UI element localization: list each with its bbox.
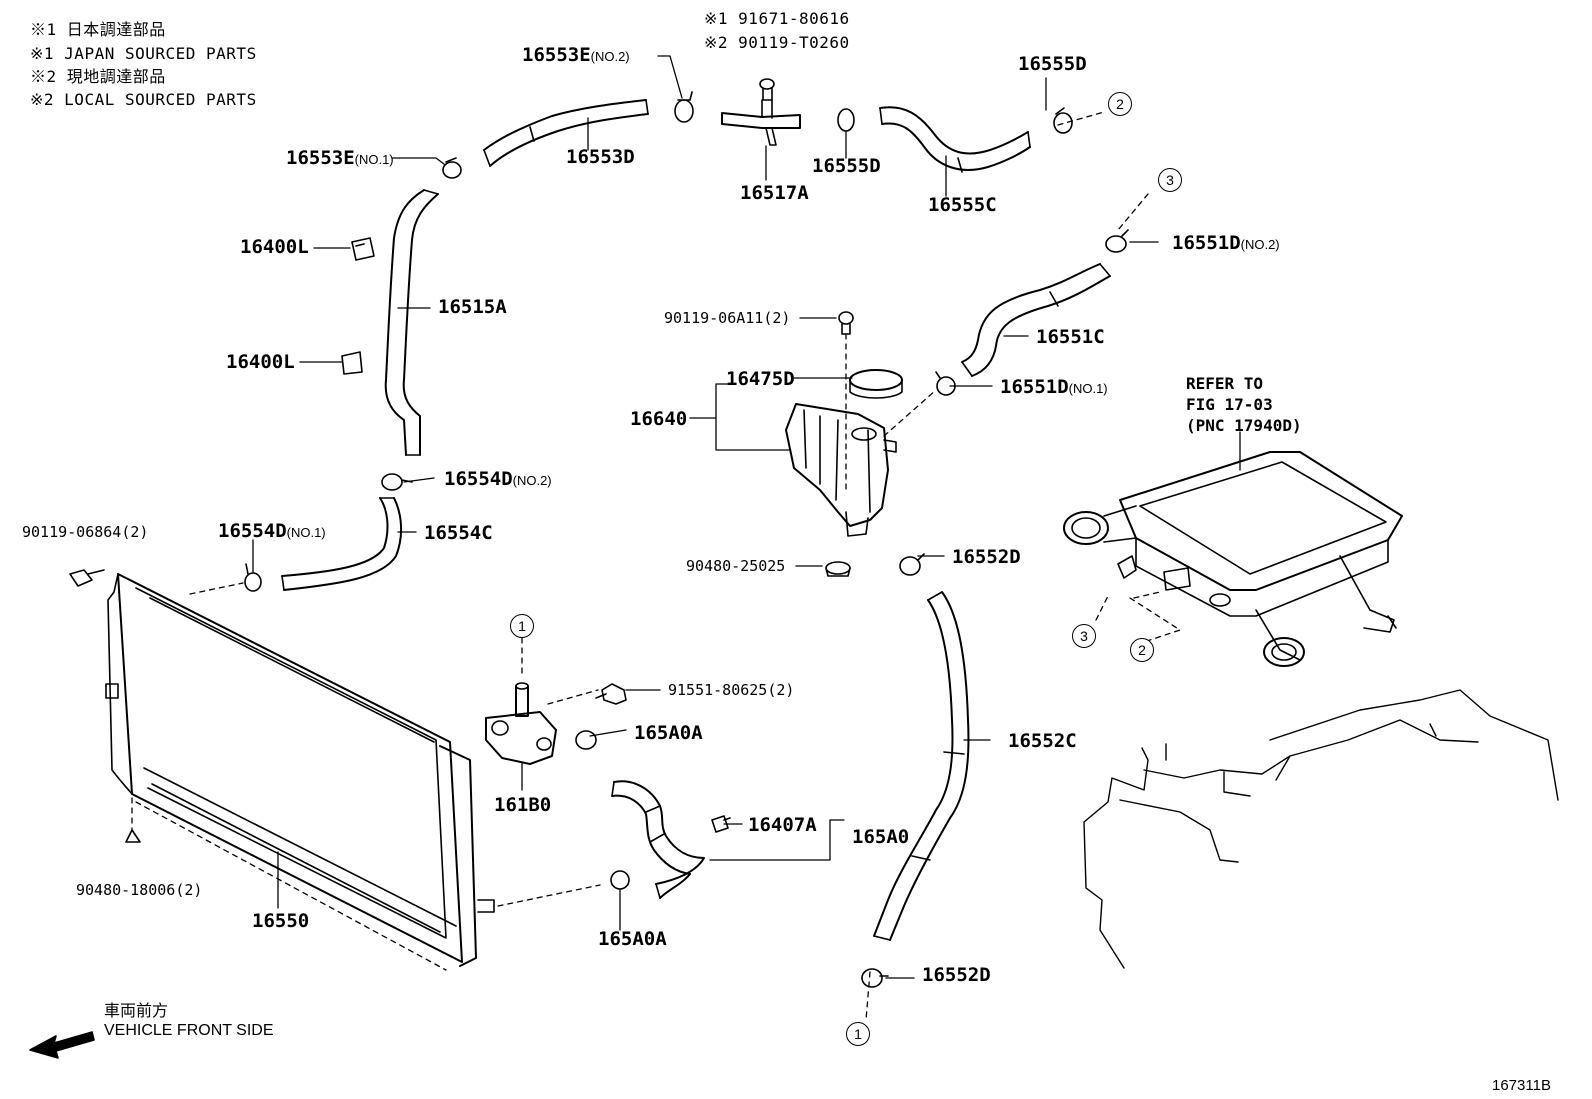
clamp-165a0a-upper	[575, 730, 597, 750]
note-local-jp: ※2 現地調達部品	[30, 67, 166, 86]
refer-line-2: FIG 17-03	[1186, 395, 1273, 414]
cap-90480-18006	[125, 829, 141, 843]
label-16554c: 16554C	[424, 522, 493, 544]
label-16553d: 16553D	[566, 146, 635, 168]
label-16553e-no2: 16553E(NO.2)	[522, 44, 630, 66]
connector-1-bottom: 1	[846, 1022, 870, 1046]
label-16552d-upper: 16552D	[952, 546, 1021, 568]
label-16554d-no2: 16554D(NO.2)	[444, 468, 552, 490]
label-16555d-left: 16555D	[812, 155, 881, 177]
label-16552d-lower: 16552D	[922, 964, 991, 986]
label-16554d-no1: 16554D(NO.1)	[218, 520, 326, 542]
clamp-16555d-left	[837, 108, 855, 132]
reservoir-16640	[785, 369, 903, 537]
front-side-en: VEHICLE FRONT SIDE	[104, 1022, 274, 1039]
label-16475d: 16475D	[726, 368, 795, 390]
clamp-16552d-upper	[899, 553, 925, 576]
figure-id: 167311B	[1492, 1077, 1551, 1094]
hose-16553d	[483, 99, 649, 167]
refer-line-1: REFER TO	[1186, 374, 1264, 393]
front-side-jp: 車両前方	[104, 1003, 169, 1020]
hose-16551c	[961, 263, 1111, 377]
connector-3-top: 3	[1158, 168, 1182, 192]
label-91551-80625: 91551-80625(2)	[668, 681, 795, 699]
hose-16552c	[873, 591, 970, 941]
connector-2-top: 2	[1108, 92, 1132, 116]
plug-90480-25025	[825, 561, 851, 577]
label-165a0: 165A0	[852, 826, 910, 848]
bolt-note-1: ※1 91671-80616	[704, 9, 850, 28]
engine-outline	[1083, 689, 1559, 969]
label-16640: 16640	[630, 408, 688, 430]
label-16551c: 16551C	[1036, 326, 1105, 348]
label-165a0a-lower: 165A0A	[598, 928, 667, 950]
label-16517a: 16517A	[740, 182, 809, 204]
label-16400l-lower: 16400L	[226, 351, 295, 373]
note-jp-sourced: ※1 日本調達部品	[30, 20, 166, 39]
front-arrow-icon	[29, 1031, 95, 1059]
hose-16515a	[384, 189, 439, 456]
label-90480-18006: 90480-18006(2)	[76, 881, 203, 899]
label-16400l-upper: 16400L	[240, 236, 309, 258]
refer-line-3: (PNC 17940D)	[1186, 416, 1302, 435]
label-90119-06864: 90119-06864(2)	[22, 523, 149, 541]
label-90119-06a11: 90119-06A11(2)	[664, 309, 791, 327]
connector-1-top: 1	[510, 614, 534, 638]
label-165a0a-upper: 165A0A	[634, 722, 703, 744]
clamp-16551d-no2	[1105, 229, 1129, 253]
note-local-sourced: ※2 LOCAL SOURCED PARTS	[30, 90, 257, 109]
hose-16554c	[281, 497, 402, 591]
label-16555d-right: 16555D	[1018, 53, 1087, 75]
clamp-16553e-no1	[442, 157, 462, 179]
clamp-16551d-no1	[935, 371, 956, 396]
label-16551d-no2: 16551D(NO.2)	[1172, 232, 1280, 254]
hose-16555c	[879, 106, 1031, 173]
radiator-16550	[105, 573, 495, 967]
bolt-90119-06864	[69, 569, 105, 587]
label-161b0: 161B0	[494, 794, 552, 816]
clamp-16553e-no2	[674, 91, 694, 123]
clamp-165a0a-lower	[610, 870, 630, 890]
label-90480-25025: 90480-25025	[686, 557, 786, 575]
water-pump-161b0	[485, 682, 557, 765]
label-16407a: 16407A	[748, 814, 817, 836]
clamp-16555d-right	[1053, 107, 1073, 134]
label-16515a: 16515A	[438, 296, 507, 318]
clip-16400l-upper	[351, 237, 375, 261]
clamp-16552d-lower	[861, 968, 889, 988]
label-16553e-no1: 16553E(NO.1)	[286, 147, 394, 169]
label-16550: 16550	[252, 910, 310, 932]
connector-3-bottom: 3	[1072, 624, 1096, 648]
egr-cooler-17940d	[1063, 431, 1403, 667]
note-japan-sourced: ※1 JAPAN SOURCED PARTS	[30, 44, 257, 63]
clamp-16554d-no1	[244, 563, 262, 592]
hose-165a0	[611, 780, 705, 899]
bolt-note-2: ※2 90119-T0260	[704, 33, 850, 52]
label-16551d-no1: 16551D(NO.1)	[1000, 376, 1108, 398]
bolt-91551-80625	[595, 683, 627, 705]
clip-16400l-lower	[341, 351, 363, 375]
connector-2-bottom: 2	[1130, 638, 1154, 662]
bolt-90119-06a11	[838, 311, 854, 335]
tee-16517a	[721, 78, 801, 146]
label-16552c: 16552C	[1008, 730, 1077, 752]
label-leaders	[252, 55, 1159, 979]
leader-lines	[131, 111, 1181, 1021]
sensor-16407a	[711, 815, 731, 833]
label-16555c: 16555C	[928, 194, 997, 216]
